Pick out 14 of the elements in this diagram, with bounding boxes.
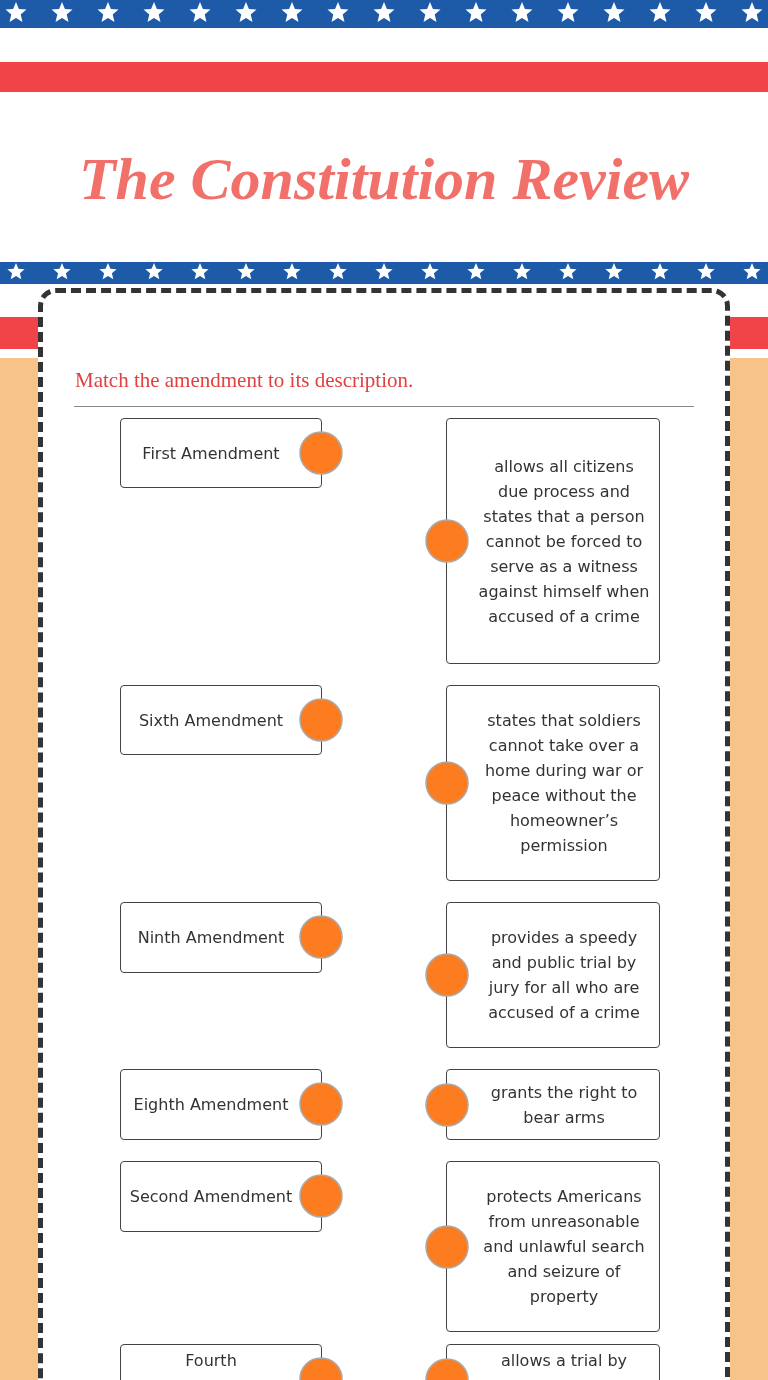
description-card: grants the right to bear arms <box>446 1069 660 1140</box>
description-card: states that soldiers cannot take over a home during war or peace without the homeowner’s permission <box>446 685 660 881</box>
instruction-text: Match the amendment to its description. <box>75 368 414 393</box>
term-card: Second Amendment <box>120 1161 322 1232</box>
title: The Constitution Review <box>77 145 691 214</box>
term-card: Fourth <box>120 1344 322 1380</box>
description-card: provides a speedy and public trial by jury for all who are accused of a crime <box>446 902 660 1048</box>
description-card: allows a trial by <box>446 1344 660 1380</box>
term-card: Ninth Amendment <box>120 902 322 973</box>
term-card: First Amendment <box>120 418 322 488</box>
term-card: Eighth Amendment <box>120 1069 322 1140</box>
description-card: protects Americans from unreasonable and unlawful search and seizure of property <box>446 1161 660 1332</box>
term-card: Sixth Amendment <box>120 685 322 755</box>
description-card: allows all citizens due process and states that a person cannot be forced to serve as a witness against himself when accused of a crime <box>446 418 660 664</box>
